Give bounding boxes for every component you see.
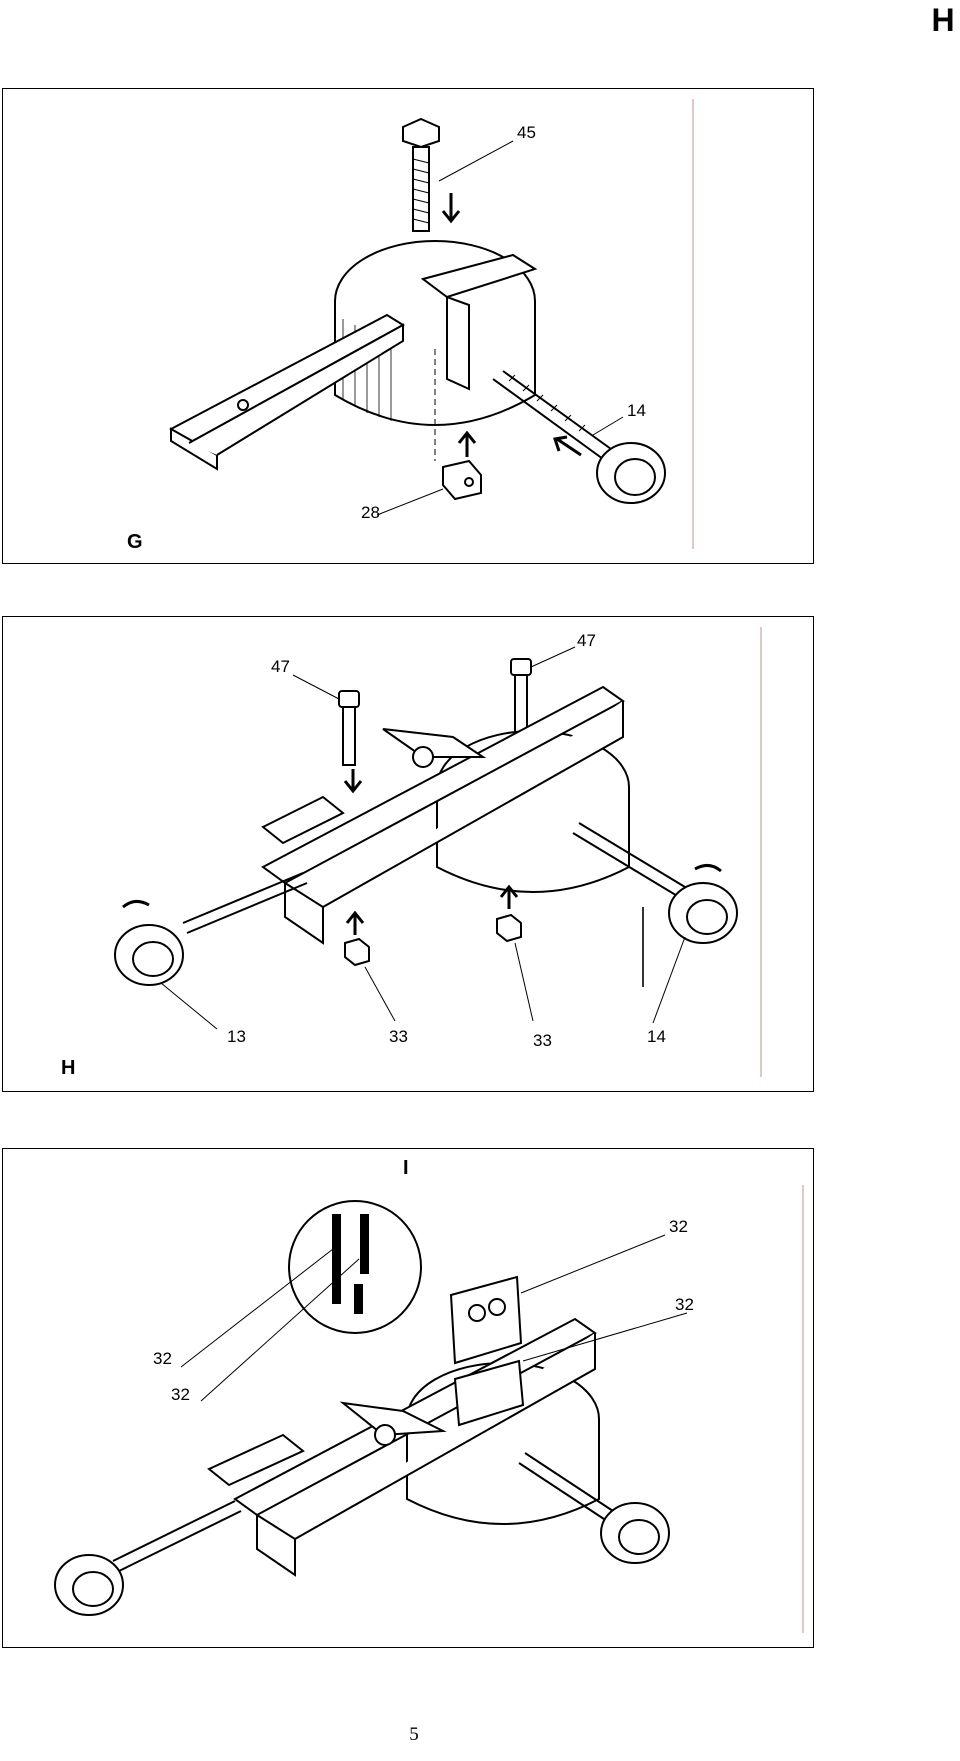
- callout-32-detail-upper: 32: [153, 1349, 172, 1368]
- callout-47-right: 47: [577, 631, 596, 650]
- section-letter: H: [931, 2, 955, 38]
- callout-14: 14: [647, 1027, 666, 1046]
- callout-32-blade: 32: [675, 1295, 694, 1314]
- figure-i-illustration: [54, 1185, 804, 1633]
- figure-i-panel: 32 32 32 32 I: [2, 1148, 814, 1648]
- callout-33-right: 33: [533, 1031, 552, 1050]
- callout-32-detail-lower: 32: [171, 1385, 190, 1404]
- callout-28: 28: [361, 503, 380, 522]
- callout-32-plate: 32: [669, 1217, 688, 1236]
- callout-47-left: 47: [271, 657, 290, 676]
- callout-45: 45: [517, 123, 536, 142]
- figure-letter-h: H: [61, 1057, 76, 1079]
- figure-g-panel: 45 14 28 G: [2, 88, 814, 564]
- page-number: 5: [409, 1724, 419, 1745]
- figure-letter-i: I: [403, 1157, 409, 1179]
- figure-h-illustration: [114, 627, 762, 1077]
- figure-letter-g: G: [127, 531, 143, 553]
- callout-14: 14: [627, 401, 646, 420]
- figure-g-illustration: [169, 99, 694, 549]
- callout-33-left: 33: [389, 1027, 408, 1046]
- figure-h-panel: 47 47 13 33 33 14 H: [2, 616, 814, 1092]
- callout-13: 13: [227, 1027, 246, 1046]
